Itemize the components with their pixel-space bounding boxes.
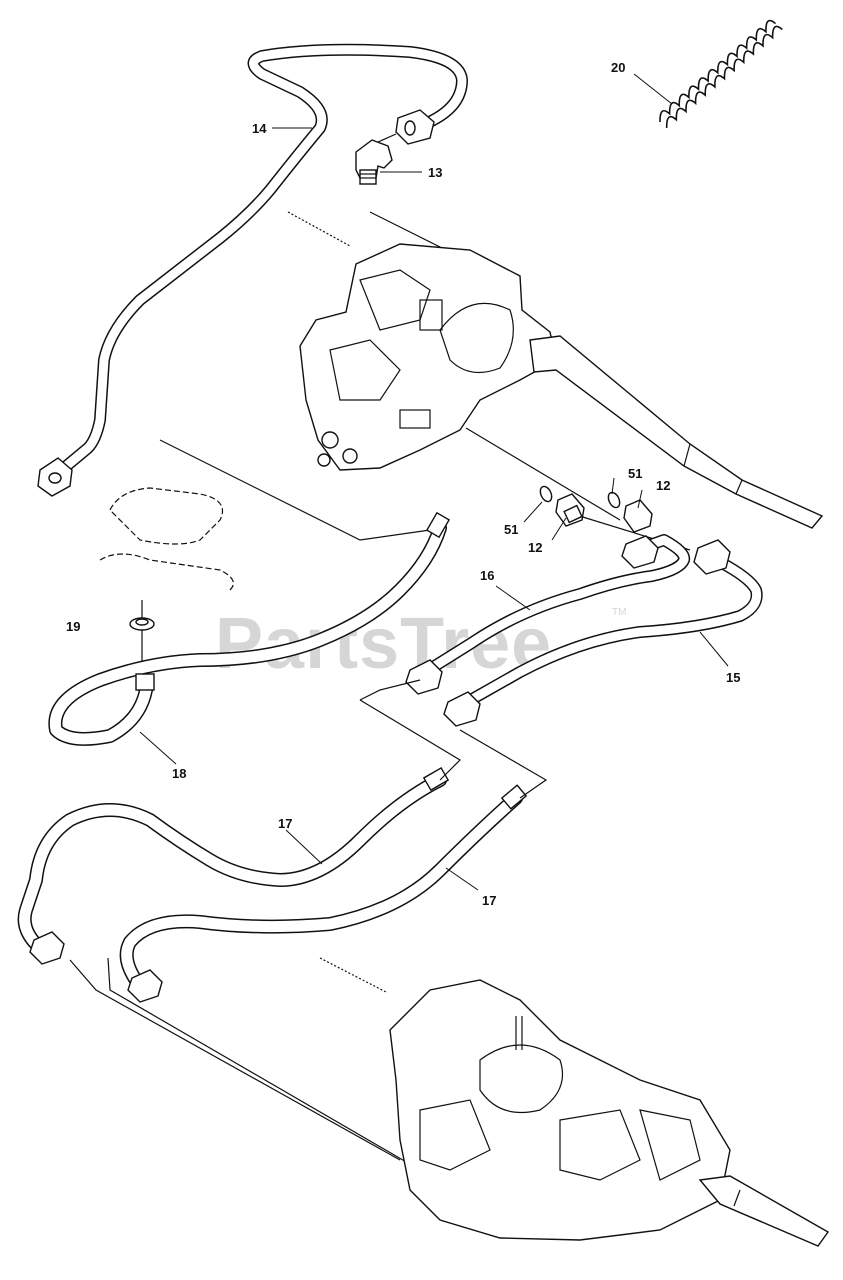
callout-51-lower[interactable]: 51 (504, 522, 518, 537)
lower-transaxle-assembly[interactable] (389, 979, 830, 1247)
callout-14[interactable]: 14 (252, 121, 267, 136)
callout-18[interactable]: 18 (172, 766, 186, 781)
callout-13[interactable]: 13 (428, 165, 442, 180)
part-13-elbow-fitting[interactable] (355, 133, 397, 185)
part-17a-hose[interactable] (17, 766, 450, 965)
callout-20[interactable]: 20 (611, 60, 625, 75)
callout-17-upper[interactable]: 17 (278, 816, 292, 831)
part-18-hose[interactable] (48, 511, 451, 746)
callout-19[interactable]: 19 (66, 619, 80, 634)
guide-lines (69, 679, 548, 1171)
part-19-cap[interactable] (129, 617, 155, 631)
part-14-tube[interactable] (37, 43, 468, 497)
part-17b-hose[interactable] (119, 784, 528, 1003)
callout-51-upper[interactable]: 51 (628, 466, 642, 481)
callout-12-upper[interactable]: 12 (656, 478, 670, 493)
callout-16[interactable]: 16 (480, 568, 494, 583)
part-16-hose[interactable] (405, 534, 691, 695)
part-12a-straight-fitting[interactable] (555, 493, 585, 527)
part-12b-straight-fitting[interactable] (623, 499, 653, 533)
watermark-trademark: TM (612, 607, 626, 618)
callout-15[interactable]: 15 (726, 670, 740, 685)
part-51b-o-ring[interactable] (606, 491, 622, 510)
upper-pump-assembly[interactable] (287, 211, 824, 551)
leader-lines (139, 73, 729, 891)
part-15-hose[interactable] (443, 539, 763, 727)
part-51a-o-ring[interactable] (538, 485, 554, 504)
watermark: PartsTree (215, 604, 552, 684)
part-20-spring[interactable] (640, 19, 800, 128)
callout-12-lower[interactable]: 12 (528, 540, 542, 555)
callout-labels: 20 14 13 51 12 51 12 16 19 15 18 17 17 (66, 60, 740, 908)
callout-17-lower[interactable]: 17 (482, 893, 496, 908)
